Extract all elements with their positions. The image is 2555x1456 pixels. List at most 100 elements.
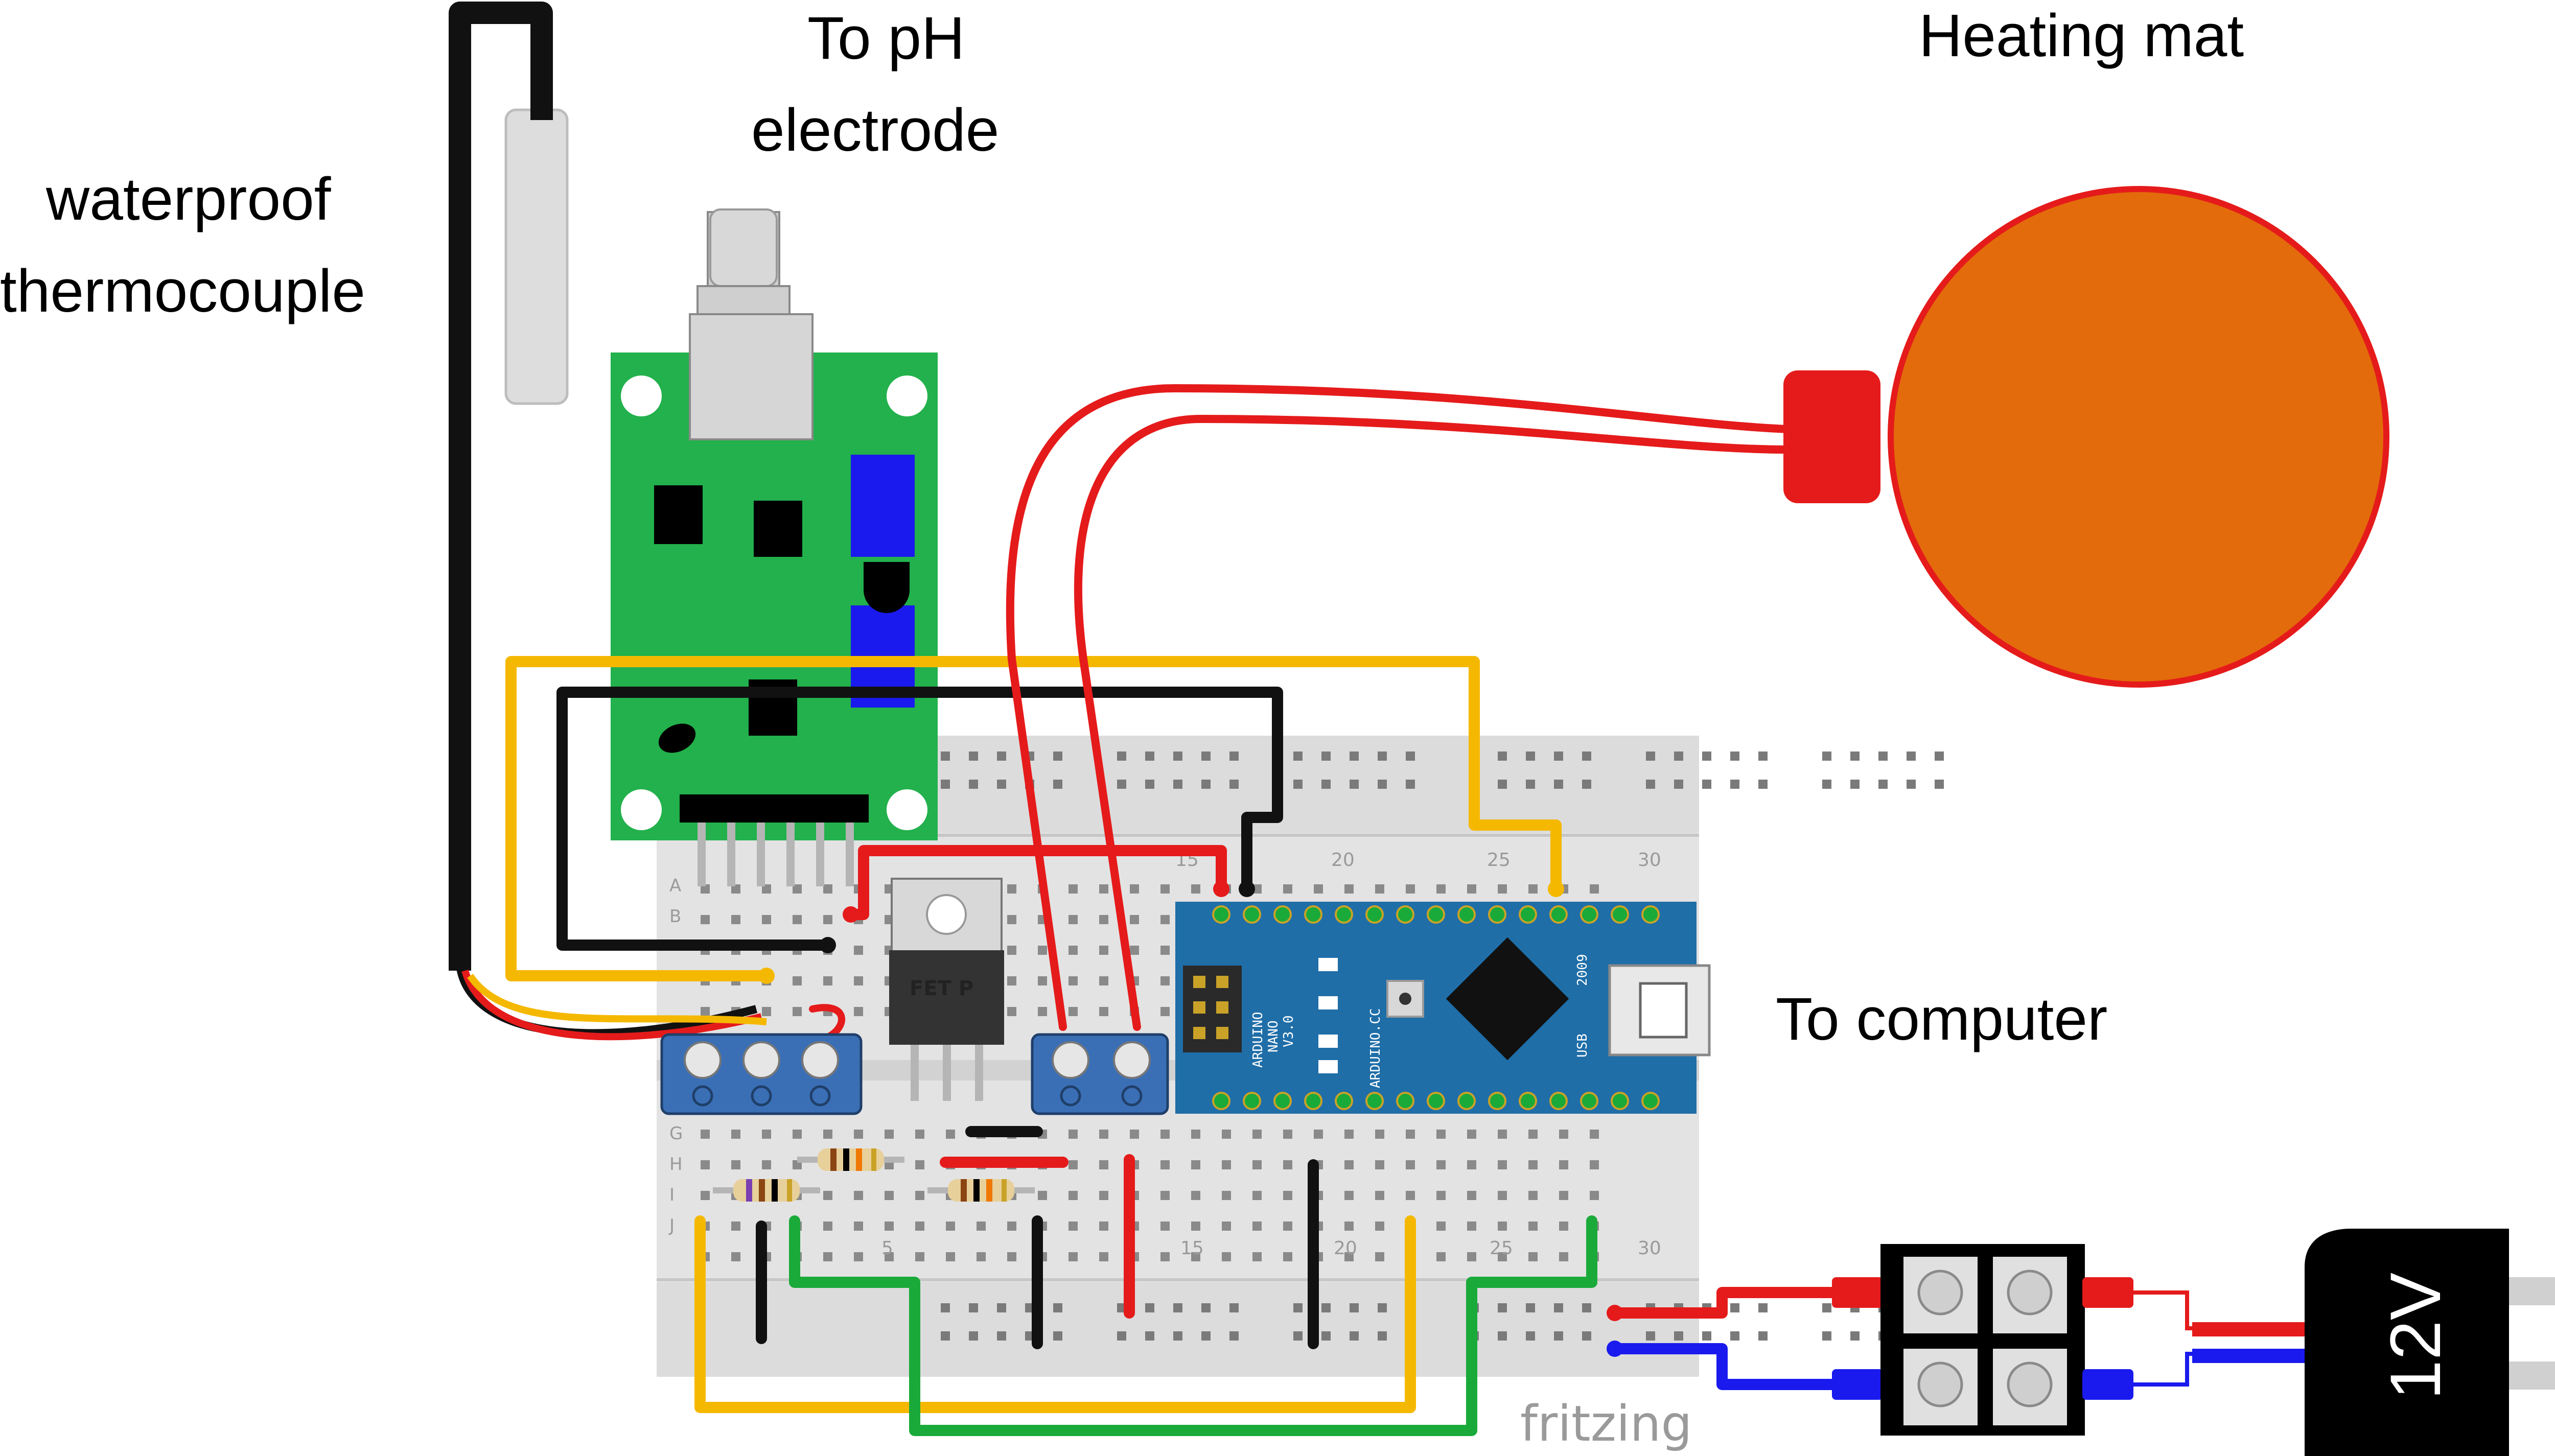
breadboard-hole	[1283, 884, 1292, 894]
breadboard-hole	[854, 946, 863, 955]
power-screw	[2007, 1361, 2053, 1407]
breadboard-hole	[731, 1160, 740, 1169]
breadboard-hole	[762, 1160, 771, 1169]
breadboard-hole	[946, 1222, 955, 1231]
power-screw	[1917, 1361, 1963, 1407]
thermocouple-label-line2: thermocouple	[0, 257, 365, 325]
breadboard-hole	[1758, 752, 1768, 761]
screw-terminal-heater	[1031, 1033, 1169, 1115]
arduino-pin	[1641, 905, 1660, 924]
wire-green	[789, 1215, 1597, 1436]
mosfet-tab-hole	[926, 894, 967, 935]
arduino-pin	[1243, 1092, 1261, 1110]
breadboard-hole	[1222, 1130, 1231, 1139]
breadboard-hole	[941, 780, 950, 789]
breadboard-hole	[823, 1222, 832, 1231]
breadboard-hole	[1117, 780, 1126, 789]
thermocouple	[449, 2, 767, 1041]
arduino-led	[1318, 958, 1338, 971]
breadboard-hole	[1878, 780, 1888, 789]
arduino-pin	[1580, 1092, 1598, 1110]
breadboard-hole	[1145, 752, 1154, 761]
breadboard-hole	[701, 915, 710, 924]
power-screw	[2007, 1270, 2053, 1316]
breadboard-hole	[854, 1252, 863, 1261]
resistor-band	[772, 1179, 778, 1202]
thermocouple-label-line1: waterproof	[45, 166, 331, 233]
breadboard-hole	[1467, 1130, 1476, 1139]
power-supply-label: 12V	[2375, 1273, 2455, 1400]
breadboard-hole	[1375, 1191, 1384, 1200]
mosfet: FET P	[889, 878, 1004, 1101]
breadboard-hole	[1822, 752, 1831, 761]
thermocouple-lead-red	[461, 970, 762, 1041]
heating-mat	[1783, 186, 2389, 688]
arduino-pin	[1488, 1092, 1506, 1110]
wire-end	[1607, 1305, 1623, 1321]
arduino-pin	[1611, 905, 1629, 924]
breadboard-hole	[915, 1222, 924, 1231]
breadboard-hole	[1321, 1303, 1331, 1312]
wire-heating-red	[1074, 415, 1793, 1031]
breadboard-hole	[1822, 780, 1831, 789]
breadboard-hole	[1674, 752, 1683, 761]
breadboard-hole	[1283, 1191, 1292, 1200]
breadboard-hole	[1344, 1222, 1354, 1231]
ph-bnc-socket	[689, 313, 814, 440]
breadboard-hole	[1222, 1191, 1231, 1200]
breadboard-hole	[969, 1331, 978, 1341]
ph-potentiometer	[851, 455, 915, 557]
power-cable-blue	[2192, 1349, 2305, 1363]
breadboard-hole	[1160, 946, 1170, 955]
breadboard-hole	[1498, 1303, 1507, 1312]
wire-end	[1239, 881, 1255, 897]
heating-mat-pad	[1888, 186, 2389, 688]
breadboard-hole	[1007, 1222, 1016, 1231]
breadboard-hole	[1069, 1160, 1078, 1169]
breadboard-hole	[1554, 780, 1563, 789]
breadboard-hole	[1130, 884, 1139, 894]
icsp-pin	[1216, 1027, 1228, 1039]
ph-sensor-board	[611, 208, 938, 886]
breadboard-hole	[1850, 780, 1860, 789]
breadboard-hole	[1229, 780, 1239, 789]
breadboard-hole	[1160, 1222, 1170, 1231]
breadboard-hole	[1375, 884, 1384, 894]
breadboard-hole	[1222, 1160, 1231, 1169]
breadboard-hole	[854, 1222, 863, 1231]
breadboard-hole	[1582, 752, 1591, 761]
breadboard-hole	[1646, 780, 1655, 789]
bb-col-number: 30	[1638, 1238, 1661, 1259]
breadboard-hole	[1191, 1222, 1200, 1231]
breadboard-hole	[1498, 1160, 1507, 1169]
bb-col-number: 25	[1487, 850, 1511, 871]
breadboard-hole	[997, 780, 1006, 789]
bb-col-number: 20	[1334, 1238, 1357, 1259]
ph-header-pins	[698, 823, 854, 886]
breadboard-hole	[1498, 1191, 1507, 1200]
breadboard-hole	[997, 1331, 1006, 1341]
breadboard-hole	[1229, 1331, 1239, 1341]
breadboard-hole	[1467, 1191, 1476, 1200]
breadboard-hole	[1850, 752, 1860, 761]
arduino-model: NANO	[1266, 1020, 1281, 1052]
arduino-icsp-header	[1183, 966, 1242, 1052]
bb-row-letter: G	[669, 1123, 683, 1144]
arduino-pin	[1611, 1092, 1629, 1110]
breadboard-hole	[1582, 1303, 1591, 1312]
breadboard-hole	[1099, 1160, 1108, 1169]
breadboard-hole	[1099, 1252, 1108, 1261]
heating-mat-label: Heating mat	[1919, 2, 2244, 69]
breadboard-hole	[915, 1191, 924, 1200]
breadboard-hole	[941, 1331, 950, 1341]
terminal-screw	[1113, 1041, 1151, 1079]
breadboard-hole	[1283, 1130, 1292, 1139]
breadboard-hole	[1498, 780, 1507, 789]
arduino-led	[1318, 1035, 1338, 1048]
heating-mat-connector	[1783, 370, 1880, 503]
breadboard-hole	[1758, 1331, 1768, 1341]
mosfet-leg	[943, 1045, 951, 1101]
breadboard-hole	[1069, 1191, 1078, 1200]
arduino-pin	[1396, 905, 1414, 924]
